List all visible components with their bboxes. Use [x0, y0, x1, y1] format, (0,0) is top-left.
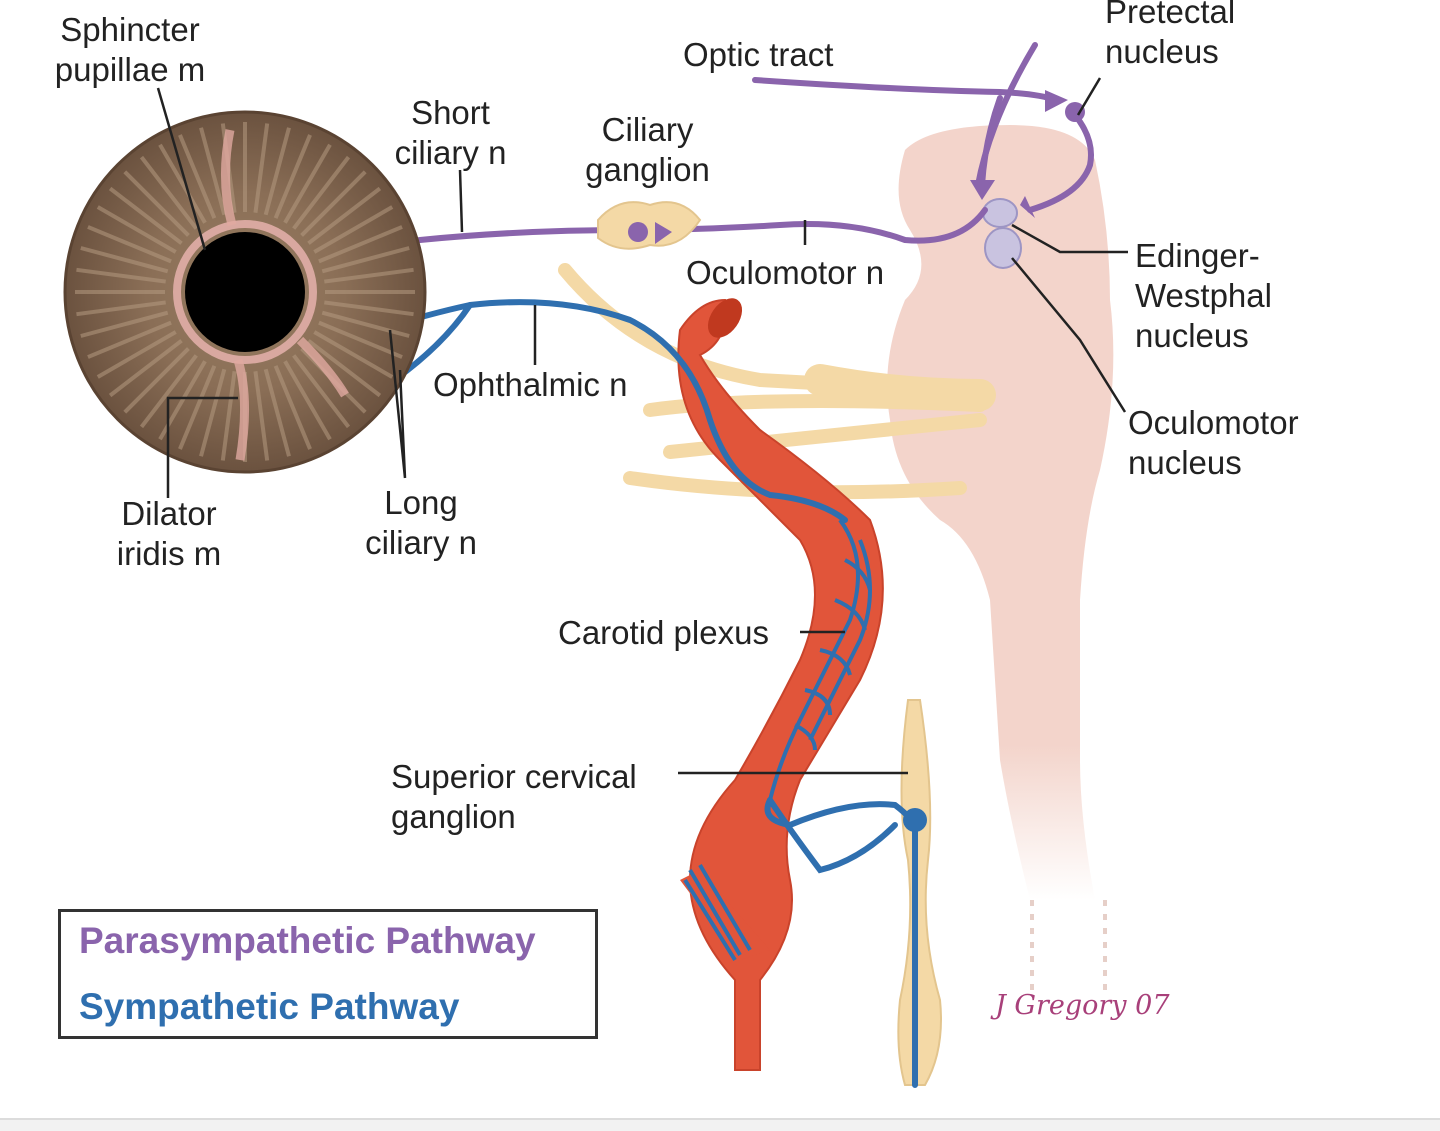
- label-sphincter-pupillae: Sphincter pupillae m: [54, 11, 206, 88]
- iris-fibre: [263, 368, 291, 457]
- label-optic-tract: Optic tract: [683, 36, 834, 73]
- iris-fibre: [139, 354, 198, 429]
- iris-fibre: [178, 365, 217, 450]
- legend-parasympathetic: Parasympathetic Pathway: [79, 920, 536, 961]
- iris-fibre: [199, 127, 227, 216]
- label-edinger-westphal-nucleus: Edinger- Westphal nucleus: [1135, 237, 1272, 354]
- iris-fibre: [324, 267, 414, 284]
- ciliary-ganglion-shape: [597, 201, 702, 250]
- parasympathetic-synapses: [970, 90, 1085, 218]
- iris-fibre: [158, 143, 207, 224]
- label-short-ciliary-nerve: Short ciliary n: [394, 94, 507, 171]
- legend-sympathetic: Sympathetic Pathway: [79, 986, 460, 1027]
- legend: Parasympathetic Pathway Sympathetic Path…: [58, 909, 598, 1039]
- sphincter-ring: [173, 220, 317, 364]
- iris-fibre: [318, 225, 403, 264]
- iris-fibre: [283, 360, 332, 441]
- iris-fibre: [324, 300, 414, 317]
- label-ciliary-ganglion: Ciliary ganglion: [585, 111, 710, 188]
- iris-fibre: [139, 155, 198, 230]
- iris-fibre: [321, 310, 410, 338]
- iris-fibre: [87, 225, 172, 264]
- artery-opening: [707, 298, 743, 338]
- ciliary-ganglion-synapse: [655, 222, 672, 244]
- dilator-muscle-fibre: [221, 129, 349, 461]
- iris-fibre: [313, 205, 394, 254]
- superior-cervical-ganglion-neuron: [903, 808, 927, 832]
- label-dilator-iridis: Dilator iridis m: [116, 495, 222, 572]
- iris-fibre: [318, 320, 403, 359]
- ciliary-ganglion-neuron: [628, 222, 648, 242]
- label-carotid-plexus: Carotid plexus: [558, 614, 769, 651]
- iris-fibre: [220, 371, 237, 461]
- iris-fibre: [199, 368, 227, 457]
- edinger-westphal-nucleus-shape: [982, 198, 1018, 228]
- iris-fibre: [108, 339, 183, 398]
- iris-fibre: [96, 330, 177, 379]
- pupil: [185, 232, 305, 352]
- label-superior-cervical-ganglion: Superior cervical ganglion: [391, 758, 637, 835]
- iris-fibre: [300, 170, 367, 237]
- label-long-ciliary-nerve: Long ciliary n: [365, 484, 477, 561]
- iris-fibre: [87, 320, 172, 359]
- iris-fibre: [313, 330, 394, 379]
- label-oculomotor-nerve: Oculomotor n: [686, 254, 885, 291]
- iris-fibre: [273, 134, 312, 219]
- iris-fibre: [123, 347, 190, 414]
- brainstem-dotted-edge: [1030, 900, 1107, 990]
- iris-fibre: [292, 155, 351, 230]
- iris-fibre: [123, 170, 190, 237]
- leader-lines: [156, 77, 1128, 775]
- iris-fibre: [292, 354, 351, 429]
- label-pretectal-nucleus: Pretectal nucleus: [1105, 0, 1236, 70]
- iris-fibre: [253, 371, 270, 461]
- sympathetic-trunk: [897, 699, 942, 1086]
- iris-fibre: [108, 186, 183, 245]
- iris-fibre: [273, 365, 312, 450]
- iris-fibre: [96, 205, 177, 254]
- carotid-plexus-mesh: [683, 518, 872, 962]
- bottom-scrollbar-strip: [0, 1118, 1440, 1131]
- iris-fibre: [253, 123, 270, 213]
- iris-fibre: [76, 267, 166, 284]
- iris-fibre: [80, 310, 169, 338]
- iris-fibre: [263, 127, 291, 216]
- iris-fibre: [80, 246, 169, 274]
- internal-carotid-artery: [677, 298, 884, 1071]
- iris-fibre: [307, 186, 382, 245]
- artist-signature: J Gregory 07: [995, 990, 1170, 1021]
- iris-fibre: [76, 300, 166, 317]
- iris-fibre: [307, 339, 382, 398]
- label-oculomotor-nucleus: Oculomotor nucleus: [1128, 404, 1299, 481]
- label-ophthalmic-nerve: Ophthalmic n: [433, 366, 628, 403]
- brainstem: [887, 125, 1114, 900]
- iris-fibre: [178, 134, 217, 219]
- iris-fibre: [321, 246, 410, 274]
- iris-fibre: [283, 143, 332, 224]
